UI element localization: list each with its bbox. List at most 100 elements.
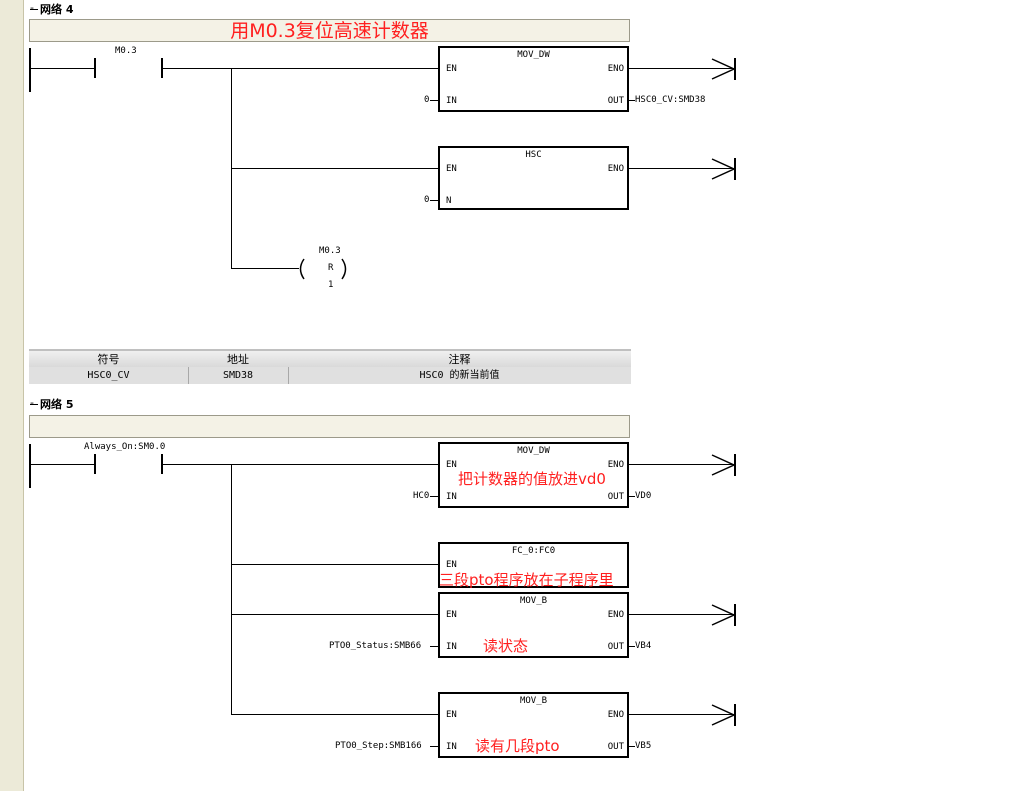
wire [629, 646, 635, 647]
wire [231, 614, 439, 615]
header-symbol: 符号 [97, 353, 120, 366]
divider [188, 367, 189, 384]
network-5-contact-label[interactable]: Always_On:SM0.0 [84, 442, 166, 452]
wire [430, 200, 438, 201]
network-4-header[interactable]: -网络 4 [30, 1, 73, 17]
reset-coil-icon[interactable] [296, 258, 352, 280]
annotation: 读有几段pto [475, 737, 560, 755]
box-title: MOV_B [519, 696, 548, 706]
fc0-call-box[interactable]: FC_0:FC0 EN [438, 542, 629, 588]
pin-en: EN [446, 560, 457, 570]
pin-in: IN [446, 642, 457, 652]
hsc-box[interactable]: HSC EN ENO N [438, 146, 629, 210]
cell-comment: HSC0 的新当前值 [419, 370, 500, 381]
table-row[interactable]: HSC0_CV SMD38 HSC0 的新当前值 [29, 367, 631, 384]
pin-en: EN [446, 710, 457, 720]
annotation: 读状态 [483, 637, 529, 655]
network-4-title: 网络 4 [40, 3, 74, 16]
pin-eno: ENO [607, 710, 624, 720]
box-title: HSC [525, 150, 542, 160]
pin-out: OUT [607, 742, 624, 752]
contact-right-bar [161, 454, 163, 474]
eno-arrow-icon [711, 704, 736, 726]
n-operand[interactable]: 0 [424, 195, 430, 205]
header-address: 地址 [227, 353, 249, 366]
pin-out: OUT [607, 96, 624, 106]
network-5-power-rail [29, 444, 31, 488]
pin-out: OUT [607, 492, 624, 502]
box-title: MOV_B [519, 596, 548, 606]
wire [231, 564, 439, 565]
pin-n: N [446, 196, 452, 206]
eno-wire [629, 714, 735, 715]
cell-address: SMD38 [222, 370, 254, 381]
in-operand[interactable]: 0 [424, 95, 430, 105]
mov-b-step-box[interactable]: MOV_B EN ENO IN OUT [438, 692, 629, 758]
pin-eno: ENO [607, 610, 624, 620]
wire [629, 746, 635, 747]
out-operand[interactable]: HSC0_CV:SMD38 [635, 95, 706, 105]
wire [430, 746, 438, 747]
editor-gutter [0, 0, 24, 791]
out-operand[interactable]: VB4 [635, 641, 652, 651]
wire [430, 100, 438, 101]
pin-en: EN [446, 64, 457, 74]
network-5-header[interactable]: -网络 5 [30, 396, 73, 412]
mov-dw-box[interactable]: MOV_DW EN ENO IN OUT [438, 46, 629, 112]
in-operand[interactable]: HC0 [413, 491, 430, 501]
wire [163, 68, 439, 69]
network-4-power-rail [29, 48, 31, 92]
network-4-contact-label[interactable]: M0.3 [115, 46, 137, 56]
box-title: MOV_DW [517, 446, 550, 456]
pin-en: EN [446, 460, 457, 470]
pin-en: EN [446, 610, 457, 620]
wire [30, 464, 94, 465]
wire [231, 268, 299, 269]
wire [430, 496, 438, 497]
wire [231, 168, 439, 169]
collapse-icon[interactable]: - [30, 396, 38, 409]
box-title: MOV_DW [517, 50, 550, 60]
eno-wire [629, 68, 735, 69]
eno-wire [629, 614, 735, 615]
pin-eno: ENO [607, 460, 624, 470]
pin-in: IN [446, 96, 457, 106]
header-comment: 注释 [448, 353, 471, 366]
annotation: 三段pto程序放在子程序里 [439, 571, 614, 589]
pin-eno: ENO [607, 164, 624, 174]
mov-b-status-box[interactable]: MOV_B EN ENO IN OUT [438, 592, 629, 658]
network-4-comment: 用M0.3复位高速计数器 [230, 20, 429, 42]
network-5-title: 网络 5 [40, 398, 74, 411]
eno-arrow-icon [711, 158, 736, 180]
branch-wire [231, 464, 232, 715]
wire [30, 68, 94, 69]
pin-in: IN [446, 492, 457, 502]
out-operand[interactable]: VB5 [635, 741, 652, 751]
contact-right-bar [161, 58, 163, 78]
eno-wire [629, 464, 735, 465]
divider [288, 367, 289, 384]
symbol-table: 符号 地址 注释 HSC0_CV SMD38 HSC0 的新当前值 [29, 349, 631, 385]
pin-in: IN [446, 742, 457, 752]
coil-count[interactable]: 1 [328, 280, 334, 290]
wire [430, 646, 438, 647]
pin-en: EN [446, 164, 457, 174]
collapse-icon[interactable]: - [30, 1, 38, 14]
contact-left-bar [94, 454, 96, 474]
coil-type: R [328, 263, 334, 273]
out-operand[interactable]: VD0 [635, 491, 652, 501]
pin-eno: ENO [607, 64, 624, 74]
wire [231, 714, 439, 715]
contact-left-bar [94, 58, 96, 78]
wire [163, 464, 439, 465]
network-5-comment-bar[interactable] [29, 415, 630, 438]
in-operand[interactable]: PTO0_Step:SMB166 [335, 741, 422, 751]
wire [629, 100, 635, 101]
symbol-table-header: 符号 地址 注释 [29, 349, 631, 368]
in-operand[interactable]: PTO0_Status:SMB66 [329, 641, 422, 651]
mov-dw-box[interactable]: MOV_DW EN ENO IN OUT [438, 442, 629, 508]
eno-wire [629, 168, 735, 169]
eno-arrow-icon [711, 604, 736, 626]
coil-address[interactable]: M0.3 [319, 246, 341, 256]
network-4-comment-bar[interactable]: 用M0.3复位高速计数器 [29, 19, 630, 42]
